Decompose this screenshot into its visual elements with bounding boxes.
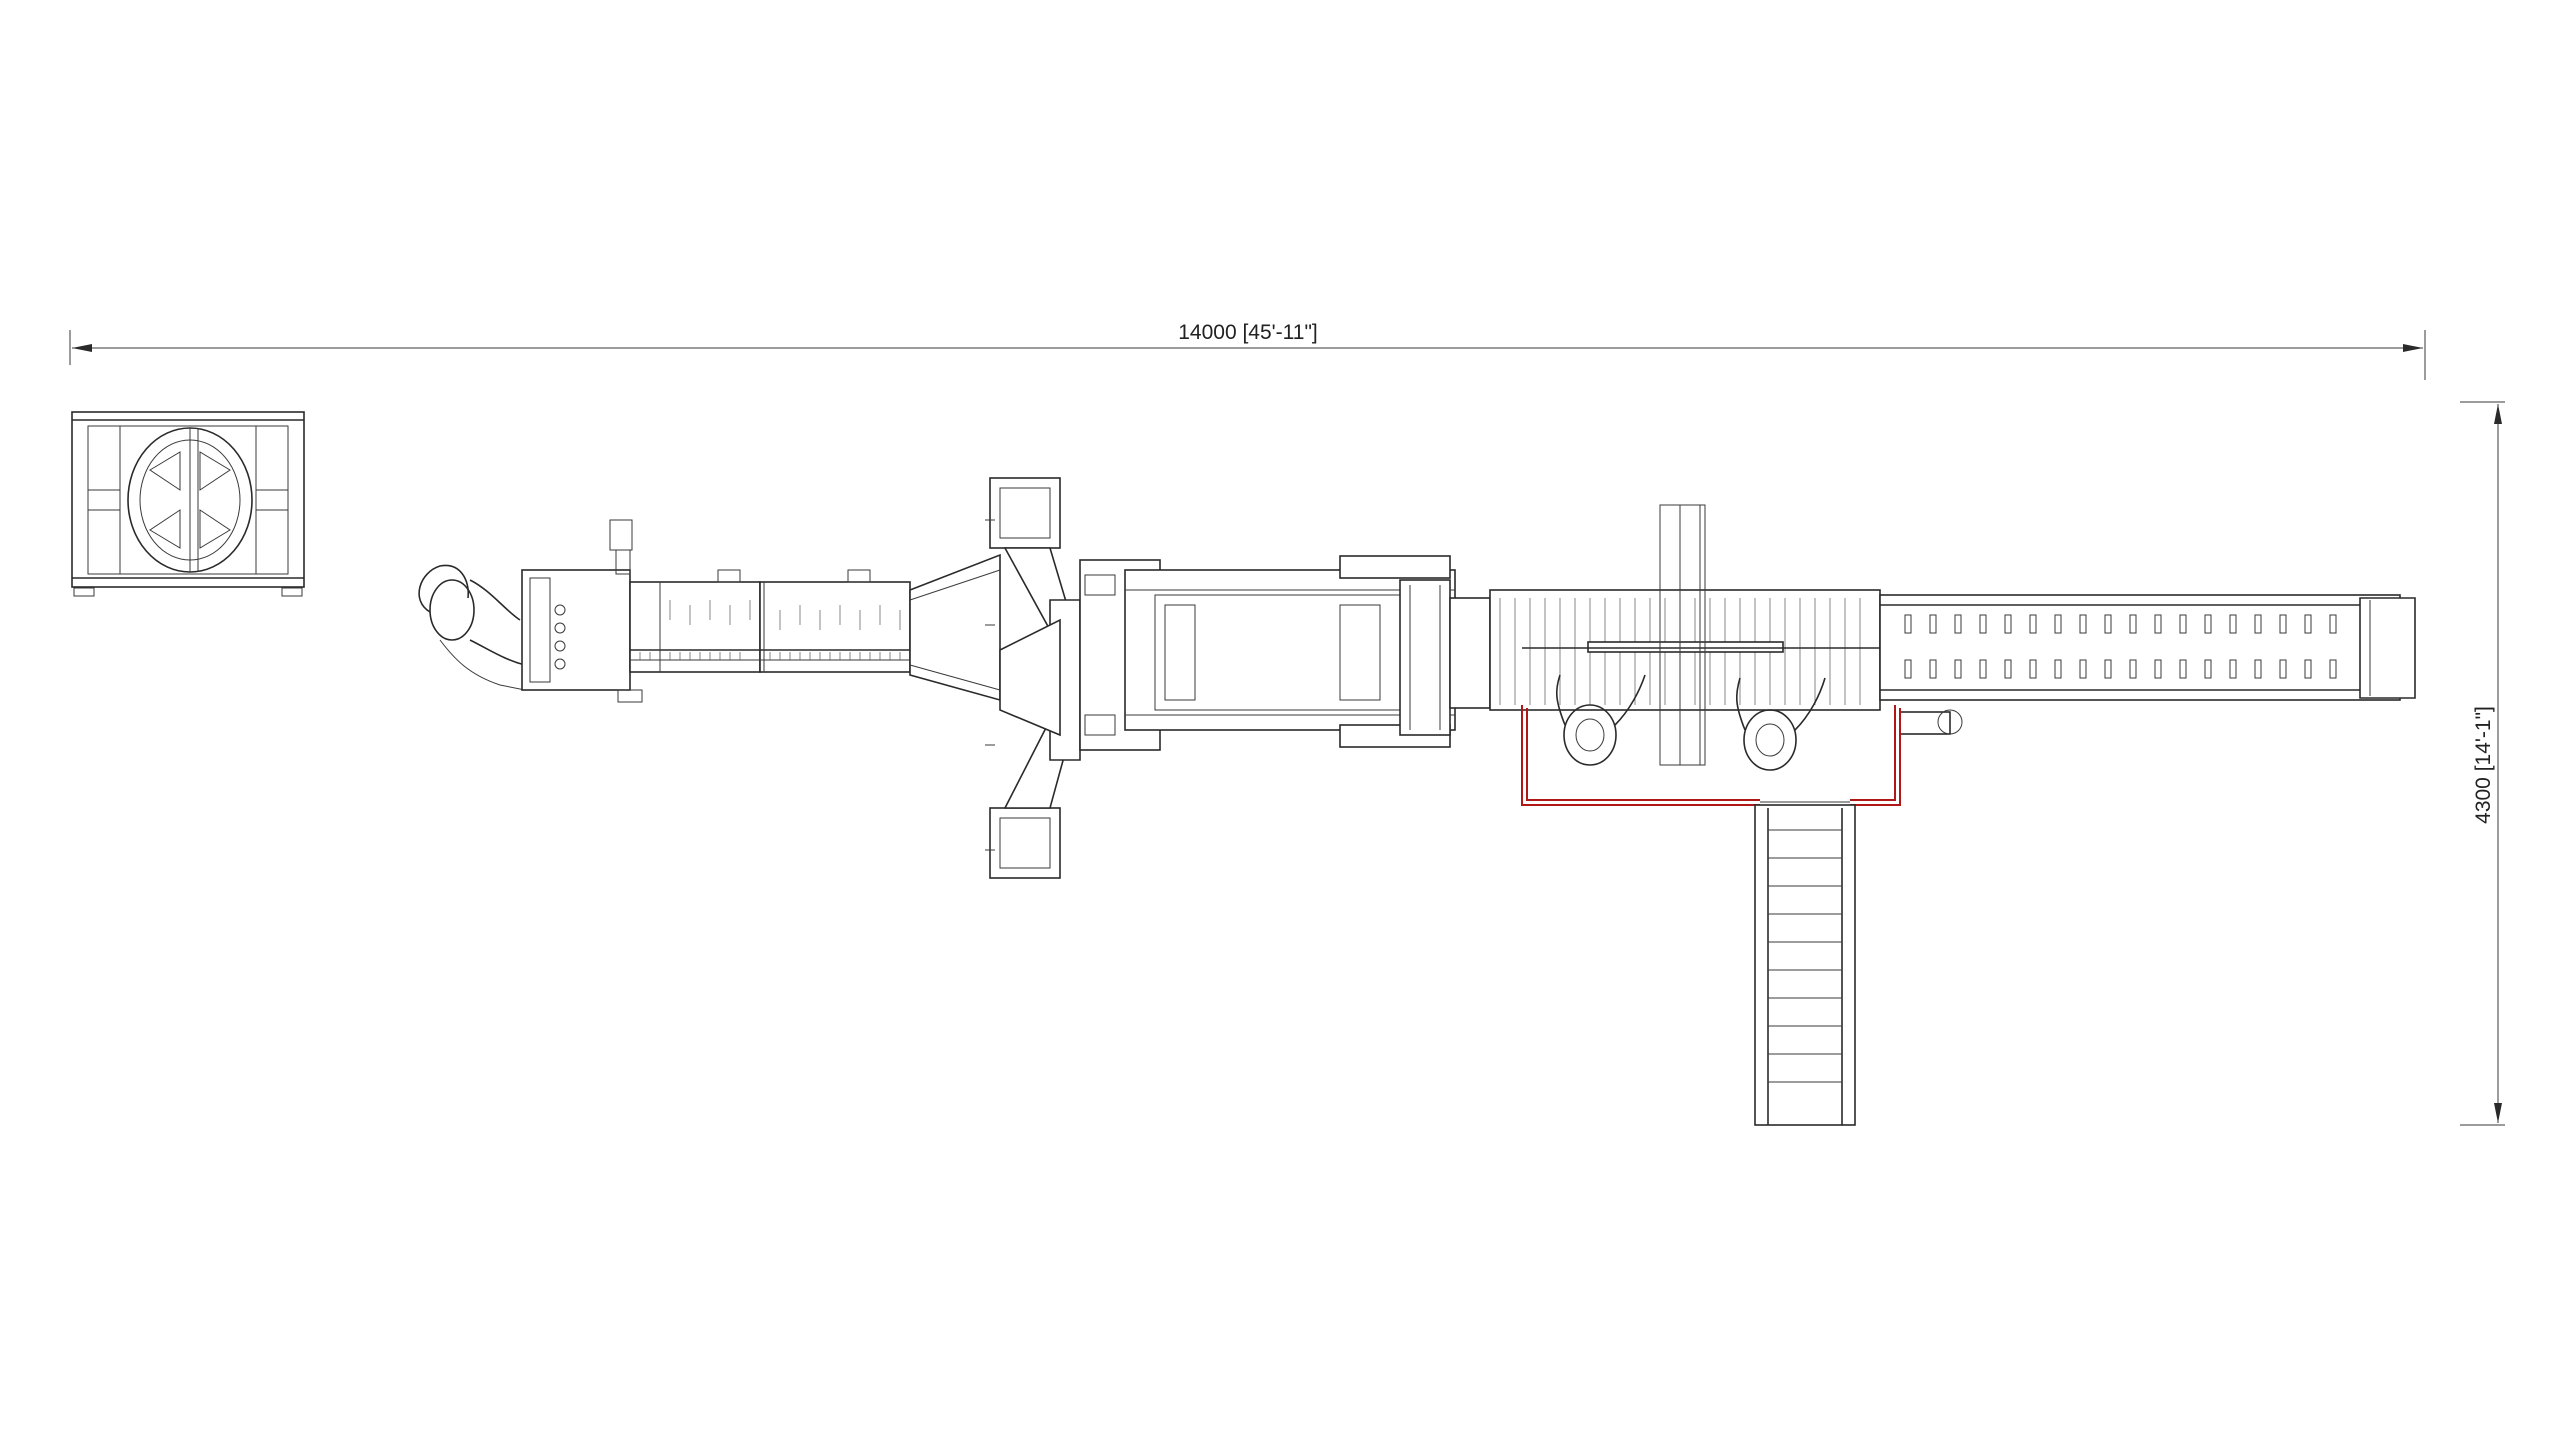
wheel-icon xyxy=(127,427,253,573)
infeed-conveyor xyxy=(521,519,911,703)
access-stair xyxy=(1754,804,1856,1126)
person-topview-icon xyxy=(418,564,526,691)
tire-loading-cage xyxy=(71,411,305,597)
mid-conveyor-frame xyxy=(1079,555,1491,751)
width-dimension-label: 14000 [45'-11"] xyxy=(1178,321,1318,344)
platform-guard-rail xyxy=(1521,705,1901,806)
rotary-feeder xyxy=(985,477,1081,879)
discharge-conveyor xyxy=(1879,594,2416,735)
person-topview-icon xyxy=(1555,674,1646,766)
person-topview-icon xyxy=(1735,677,1826,771)
funnel-hopper xyxy=(909,553,1001,702)
height-dimension: 4300 [14'-1"] xyxy=(2460,401,2505,1126)
inspection-conveyor xyxy=(1489,504,1881,766)
height-dimension-label: 4300 [14'-1"] xyxy=(2472,706,2495,824)
width-dimension: 14000 [45'-11"] xyxy=(69,321,2426,380)
